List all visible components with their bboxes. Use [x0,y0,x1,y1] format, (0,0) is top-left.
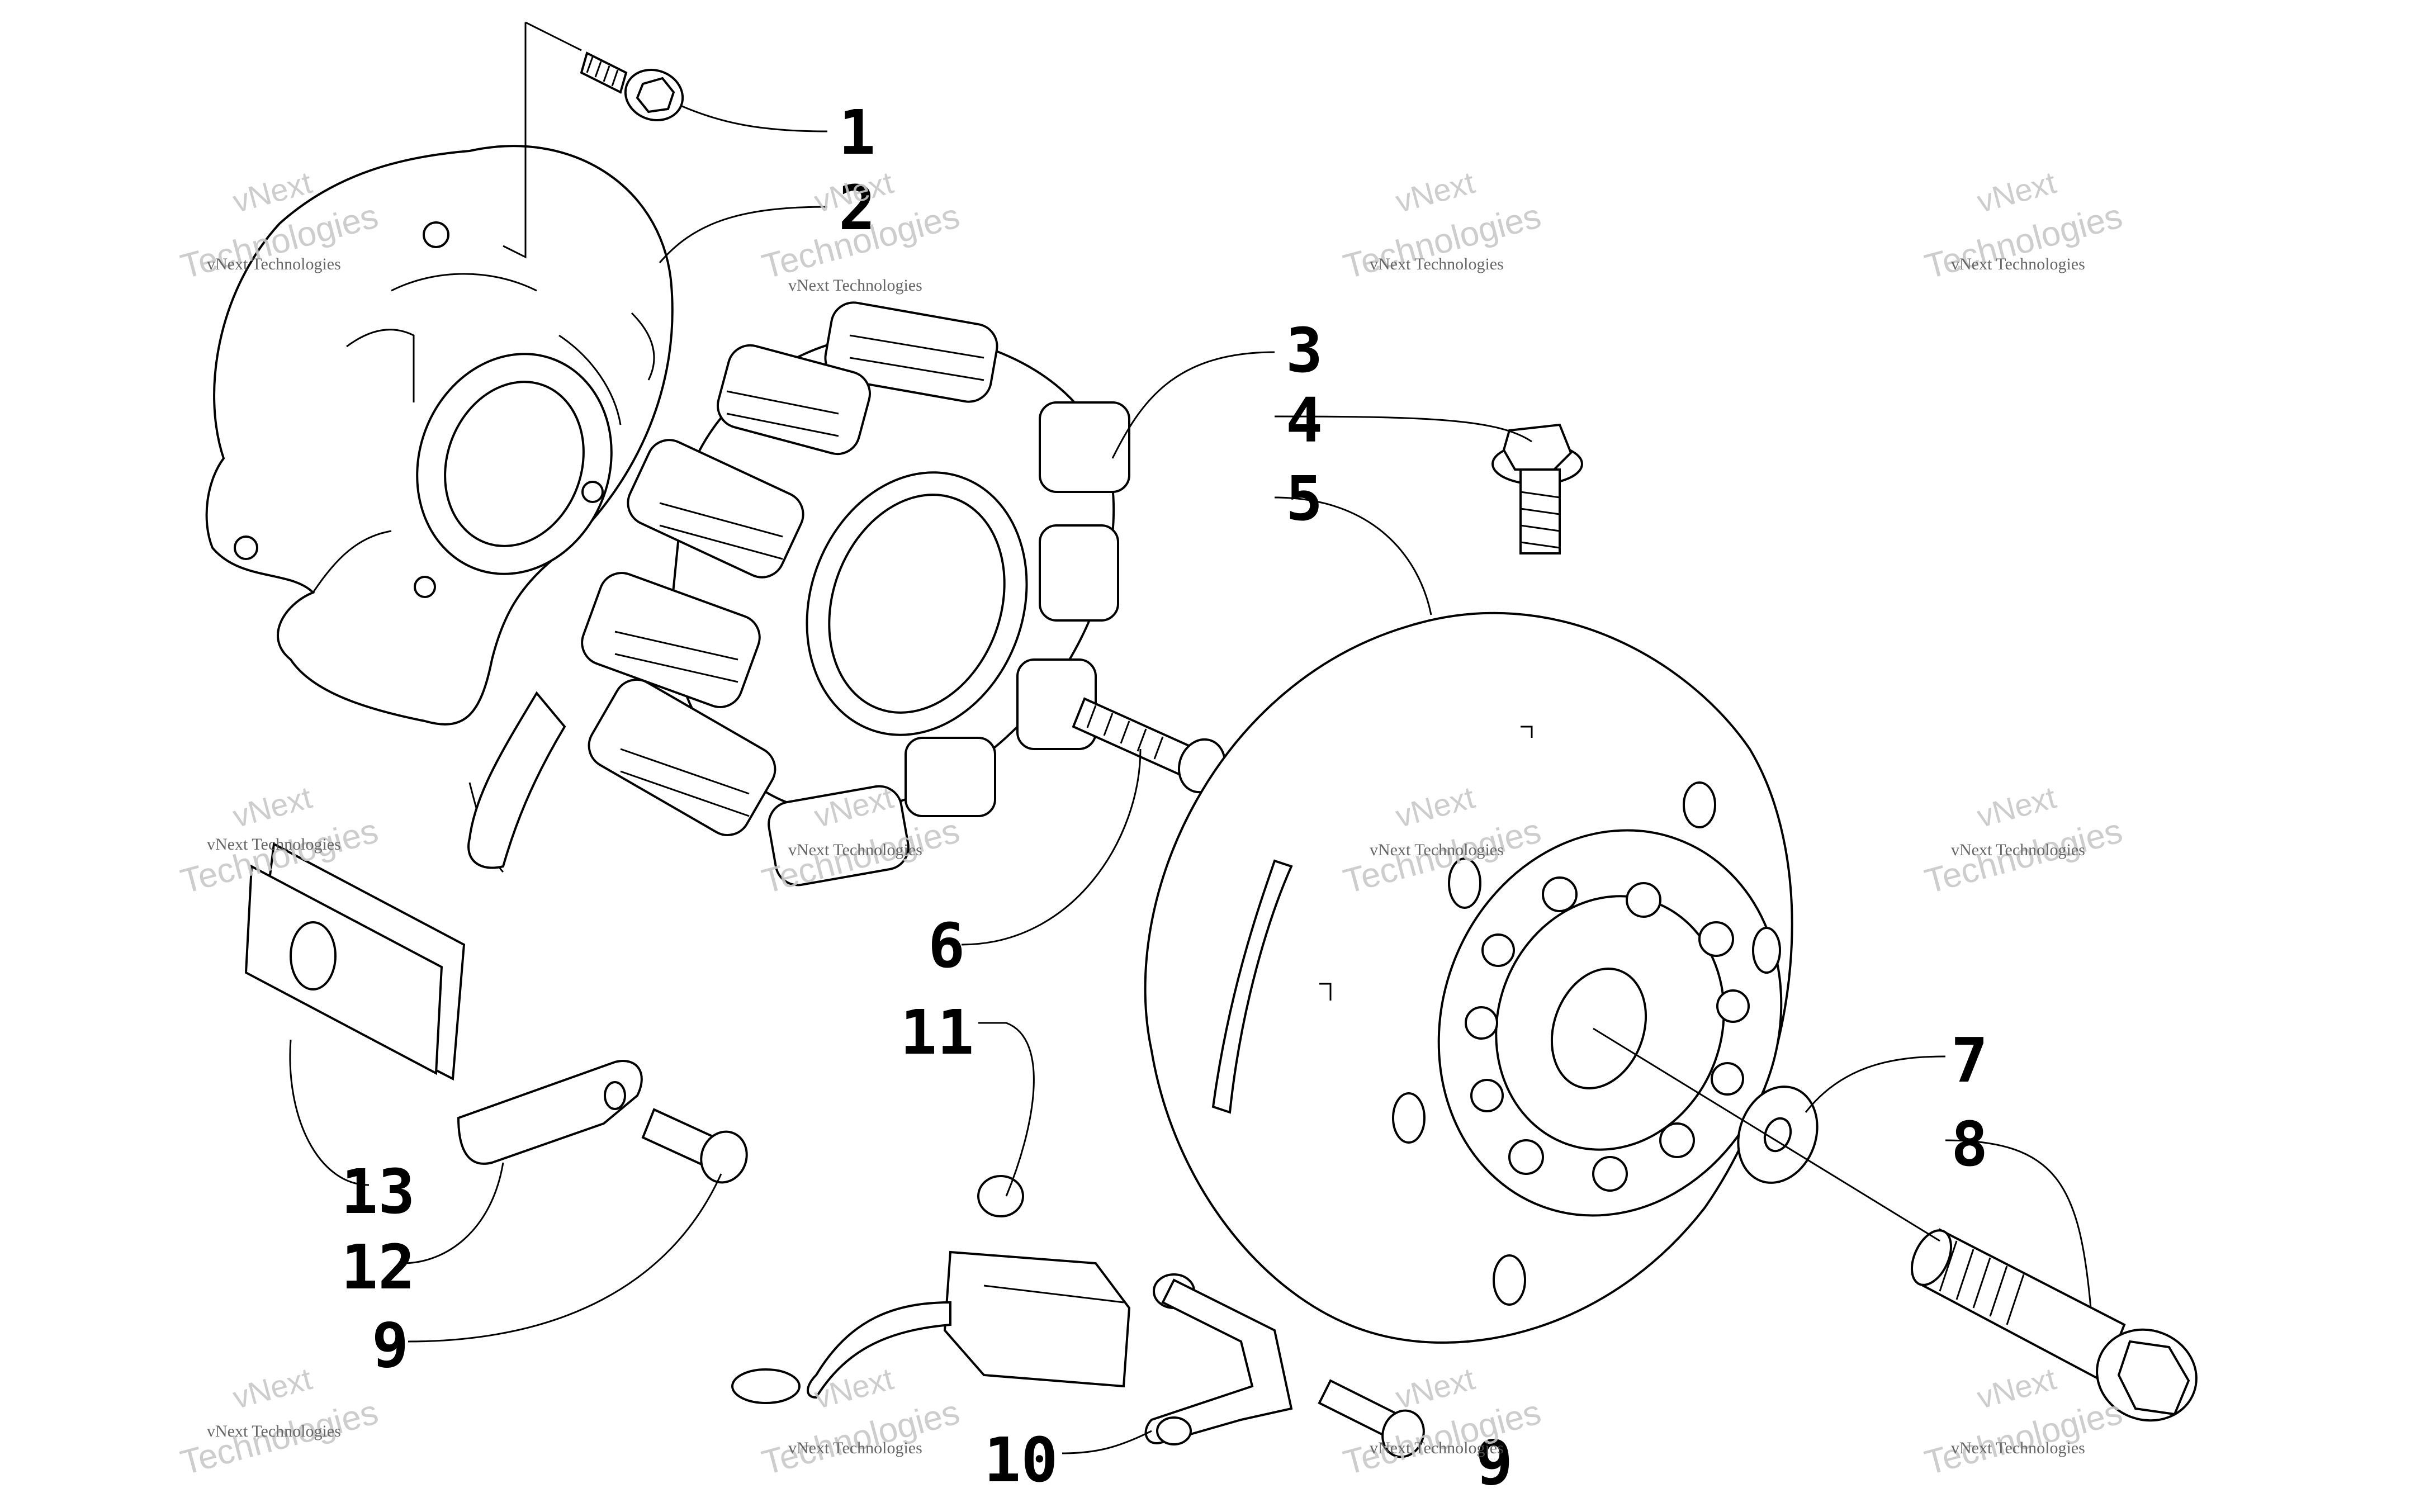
part-1-bolt [580,51,684,122]
svg-text:Technologies: Technologies [1921,1393,2126,1482]
callout-6: 6 [928,910,965,982]
callout-2: 2 [839,172,875,244]
part-5-flywheel [1144,612,1793,1344]
watermark-text: vNext Technologies [788,1439,922,1457]
watermark-text: vNext Technologies [207,1422,341,1440]
part-9-screw-right [1318,1379,1425,1458]
watermark-text: vNext Technologies [1951,841,2085,859]
svg-text:vNext: vNext [1392,1361,1479,1415]
callout-5: 5 [1286,463,1323,534]
callout-8: 8 [1951,1108,1988,1180]
part-13-pickup [244,842,466,1081]
callout-12: 12 [341,1231,415,1303]
callout-1: 1 [839,97,875,168]
svg-text:vNext: vNext [1973,779,2060,834]
part-9-screw-left [641,1108,748,1184]
callout-3: 3 [1286,315,1323,386]
part-4-bolt [1491,423,1583,554]
svg-text:Technologies: Technologies [758,1393,963,1482]
part-11-module [731,1175,1131,1404]
watermark: vNext Technologies [758,1361,963,1482]
svg-text:vNext: vNext [229,779,316,834]
watermark-text: vNext Technologies [788,841,922,859]
part-2-housing [205,145,674,873]
callout-10: 10 [984,1424,1058,1496]
watermark-text: vNext Technologies [1370,255,1504,273]
watermark-text: vNext Technologies [207,835,341,854]
callout-4: 4 [1286,385,1323,456]
watermark-text: vNext Technologies [207,255,341,273]
watermark: vNext Technologies [177,1361,382,1482]
svg-text:vNext: vNext [1392,164,1479,219]
watermark-text: vNext Technologies [1951,255,2085,273]
svg-text:vNext: vNext [1973,164,2060,219]
callout-9-left: 9 [372,1310,409,1381]
leader-lines [289,21,2092,1454]
watermark: vNext Technologies [1921,779,2126,901]
part-3-stator [581,301,1130,887]
part-8-bolt [1911,1228,2198,1422]
watermark-text: vNext Technologies [1370,841,1504,859]
watermark-text: vNext Technologies [1370,1439,1504,1457]
callout-11: 11 [900,997,974,1068]
part-12-bracket [457,1060,643,1165]
part-10-bracket [1144,1273,1293,1445]
callout-9-right: 9 [1476,1427,1513,1499]
watermark-text: vNext Technologies [1951,1439,2085,1457]
callout-7: 7 [1951,1025,1988,1096]
watermark-text: vNext Technologies [788,276,922,295]
svg-text:vNext: vNext [1973,1361,2060,1415]
callout-13: 13 [341,1156,415,1227]
svg-text:vNext: vNext [229,1361,316,1415]
callout-labels: 1 2 3 4 5 6 11 7 8 13 12 9 10 9 [341,97,1988,1499]
part-7-washer [1737,1086,1819,1184]
